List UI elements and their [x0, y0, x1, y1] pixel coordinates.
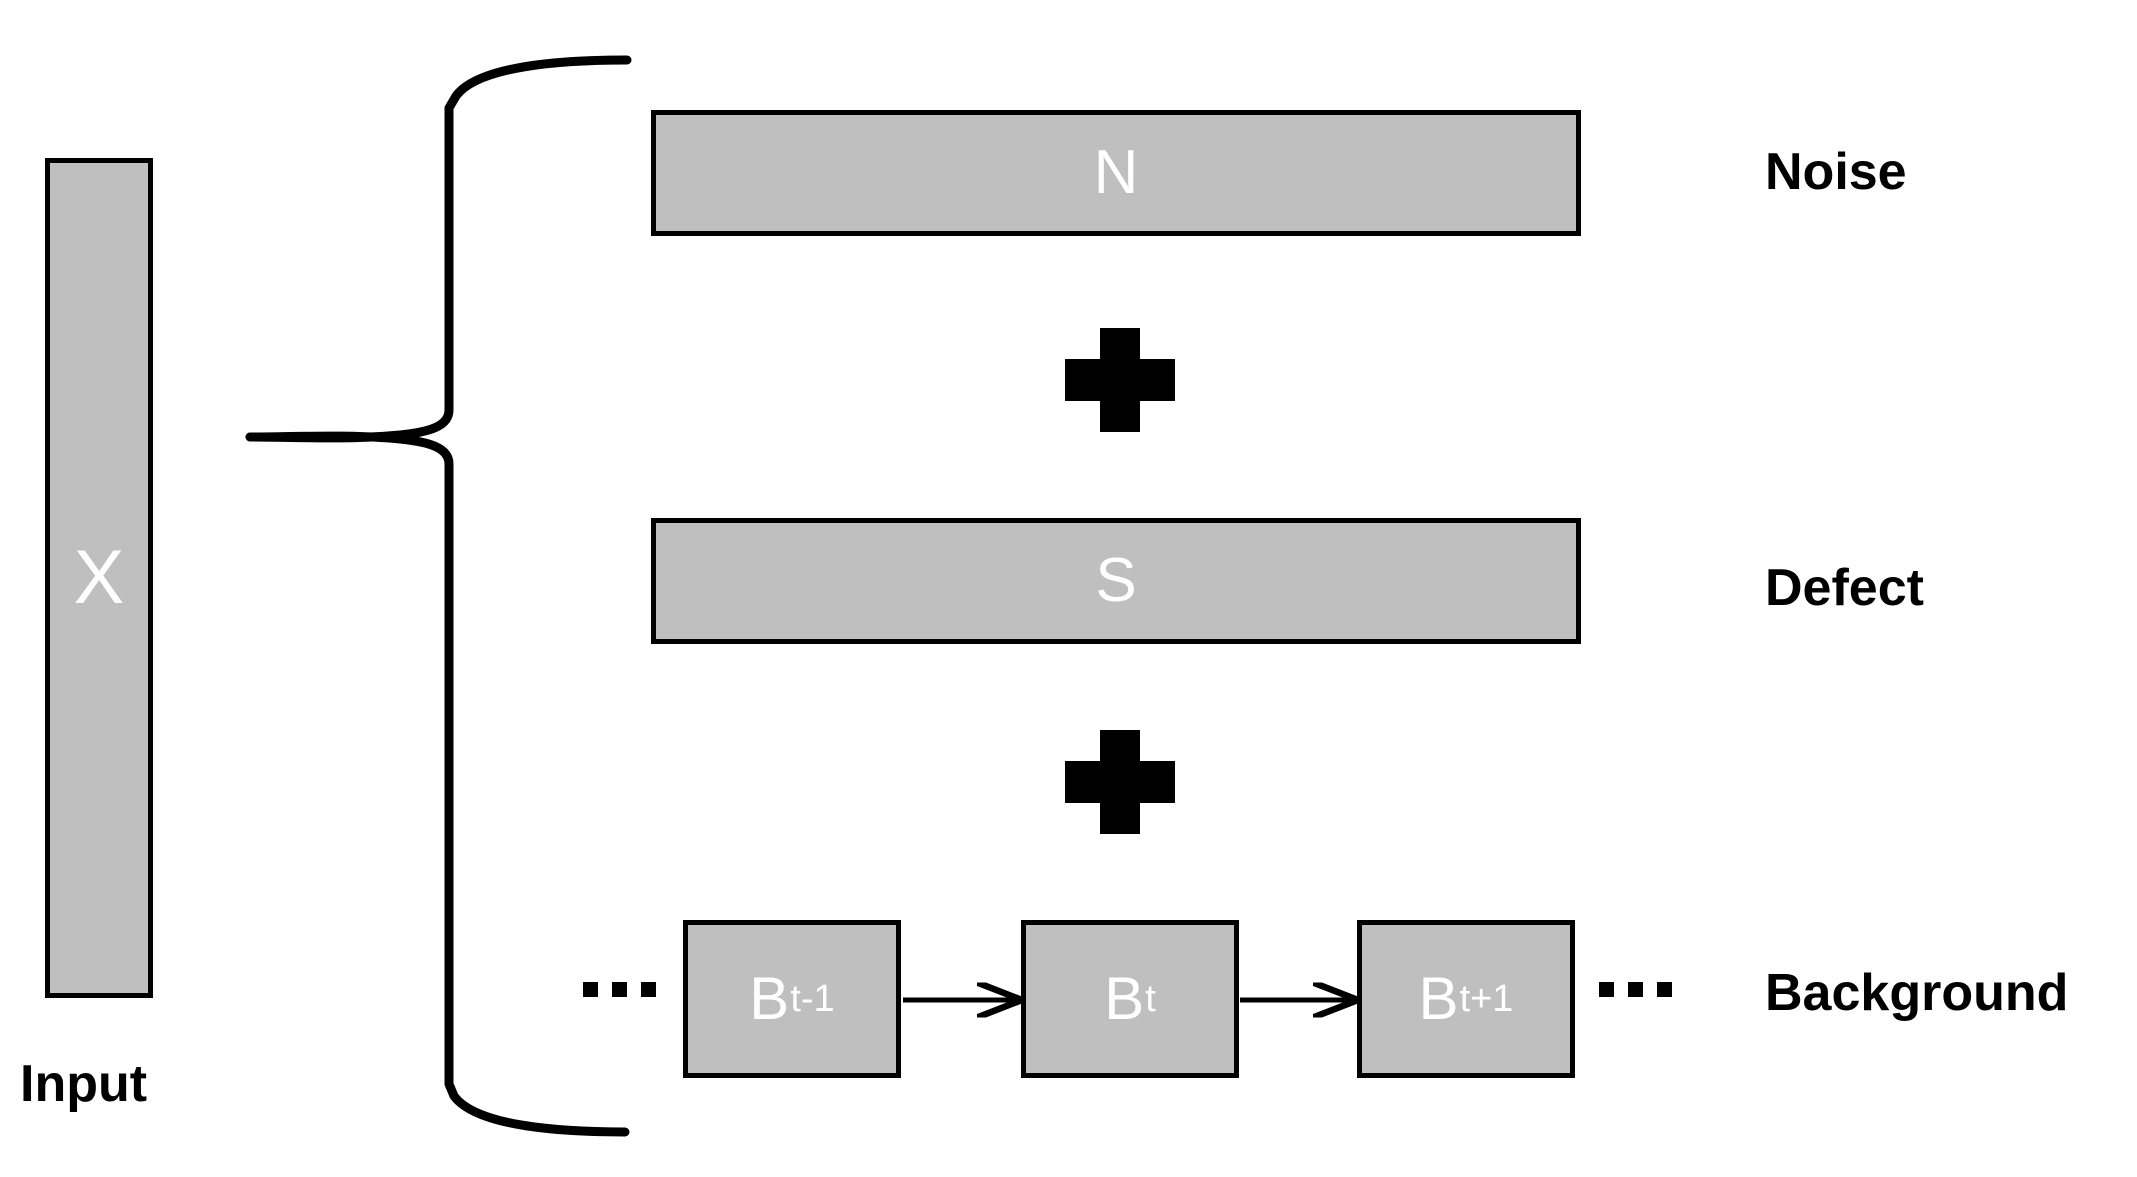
noise-box-n[interactable]: N: [651, 110, 1581, 236]
defect-label: Defect: [1765, 559, 1924, 617]
ellipsis-dot: [641, 982, 656, 997]
noise-label: Noise: [1765, 143, 1907, 201]
background-box-base: B: [749, 965, 790, 1032]
ellipsis-dot: [1599, 982, 1614, 997]
plus-icon-defect-background: [1065, 730, 1175, 834]
ellipsis-right: [1599, 982, 1672, 997]
background-box-base: B: [1418, 965, 1459, 1032]
ellipsis-dot: [612, 982, 627, 997]
background-box-subscript: t+1: [1459, 978, 1514, 1020]
plus-icon-noise-defect: [1065, 328, 1175, 432]
ellipsis-left: [583, 982, 656, 997]
background-box-subscript: t-1: [790, 978, 835, 1020]
background-label: Background: [1765, 964, 2069, 1022]
input-caption: Input: [20, 1055, 148, 1113]
background-box-base: B: [1104, 965, 1145, 1032]
ellipsis-dot: [1657, 982, 1672, 997]
ellipsis-dot: [1628, 982, 1643, 997]
input-box-x[interactable]: X: [45, 158, 153, 998]
ellipsis-dot: [583, 982, 598, 997]
background-box-subscript: t: [1145, 978, 1156, 1020]
grouping-brace: [245, 55, 632, 1137]
defect-box-s[interactable]: S: [651, 518, 1581, 644]
